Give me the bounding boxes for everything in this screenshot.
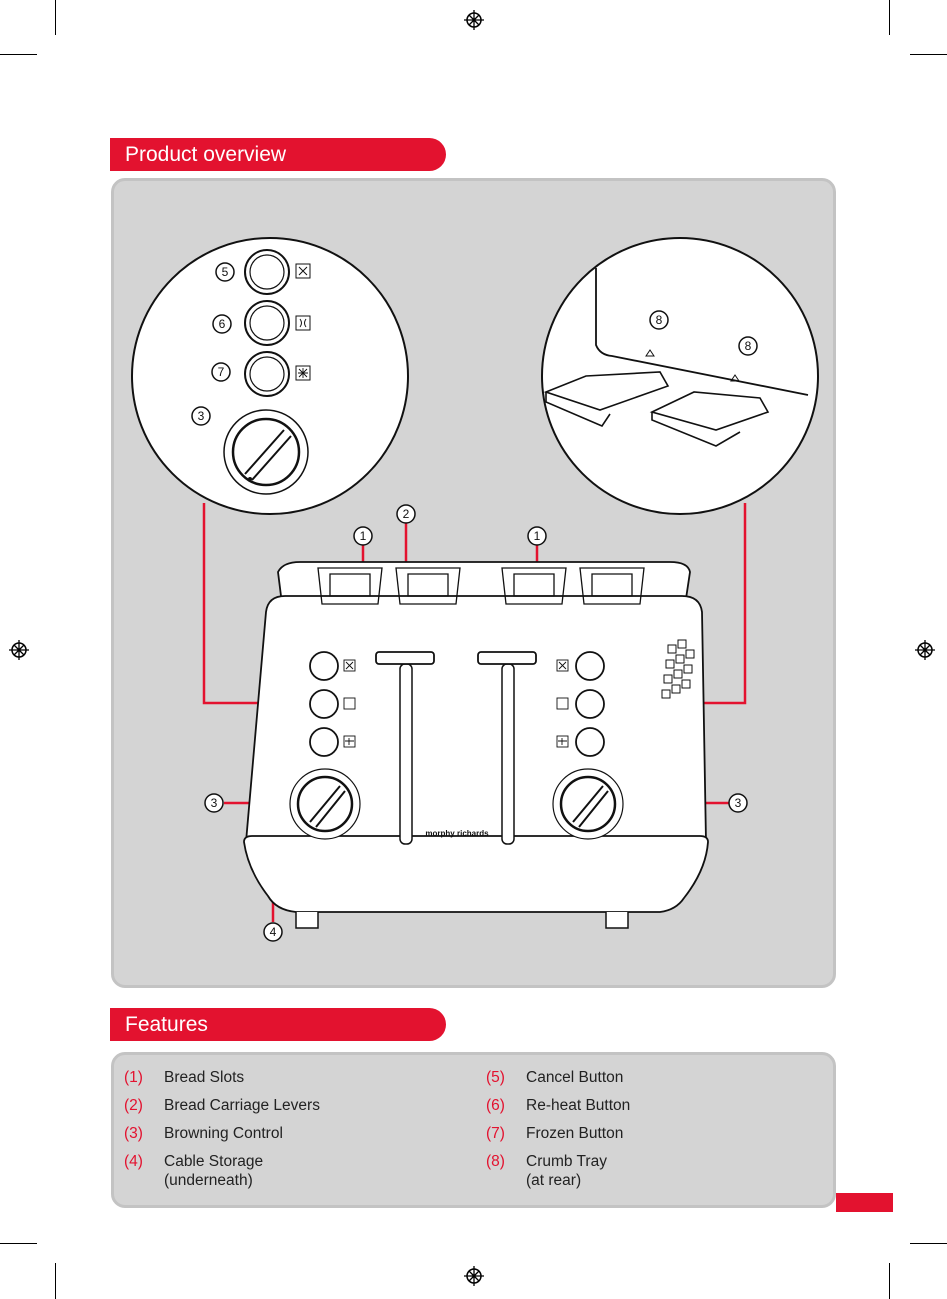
callout-8: 8 [745, 339, 752, 353]
feature-item: (1)Bread Slots [124, 1068, 444, 1092]
reheat-button [245, 301, 289, 345]
callout-2: 2 [403, 507, 410, 521]
callout-1: 1 [534, 529, 541, 543]
feature-item: (5)Cancel Button [486, 1068, 806, 1092]
feature-item: (8)Crumb Tray (at rear) [486, 1152, 806, 1196]
brand-logo: morphy richards [425, 829, 489, 838]
features-heading: Features [110, 1008, 446, 1041]
feature-item: (7)Frozen Button [486, 1124, 806, 1148]
callout-8: 8 [656, 313, 663, 327]
crumb-tray-zoom-circle [542, 238, 818, 514]
feature-item: (3)Browning Control [124, 1124, 444, 1148]
callout-4: 4 [270, 925, 277, 939]
feature-item: (4)Cable Storage (underneath) [124, 1152, 444, 1196]
page-number-tab [836, 1193, 893, 1212]
toaster-illustration [244, 562, 708, 928]
browning-dial [224, 410, 308, 494]
cancel-button [245, 250, 289, 294]
callout-7: 7 [218, 365, 225, 379]
feature-item: (2)Bread Carriage Levers [124, 1096, 444, 1120]
callout-6: 6 [219, 317, 226, 331]
callout-5: 5 [222, 265, 229, 279]
callout-3: 3 [198, 409, 205, 423]
callout-1: 1 [360, 529, 367, 543]
feature-item: (6)Re-heat Button [486, 1096, 806, 1120]
controls-zoom-circle [132, 238, 408, 514]
frozen-button [245, 352, 289, 396]
callout-3: 3 [211, 796, 218, 810]
callout-3: 3 [735, 796, 742, 810]
